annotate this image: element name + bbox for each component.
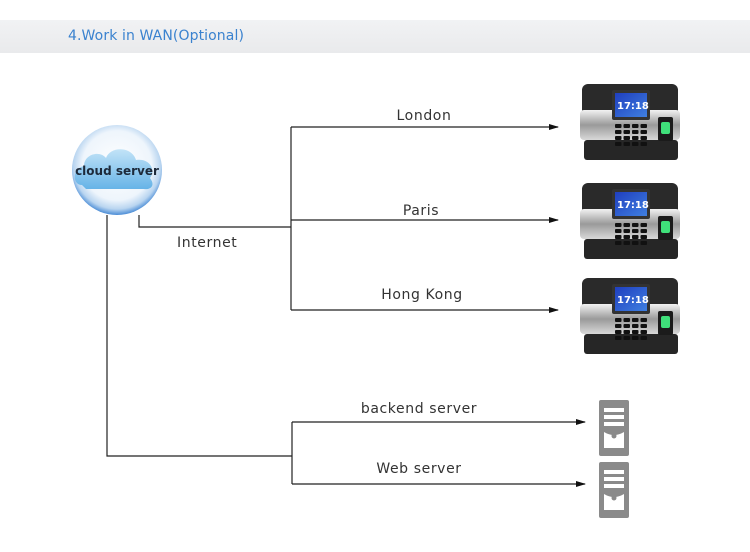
keypad-key	[640, 223, 647, 227]
keypad-key	[615, 235, 622, 239]
keypad-key	[632, 130, 639, 134]
keypad-key	[623, 124, 630, 128]
keypad-key	[632, 223, 639, 227]
keypad-key	[623, 336, 630, 340]
time-clock-device: 17:18	[580, 84, 680, 160]
keypad-key	[615, 318, 622, 322]
section-title: 4.Work in WAN(Optional)	[68, 28, 245, 44]
device-screen	[615, 93, 647, 117]
keypad-key	[632, 330, 639, 334]
keypad-key	[632, 229, 639, 233]
keypad-key	[632, 336, 639, 340]
server-label-web: Web server	[376, 461, 461, 477]
keypad-key	[623, 229, 630, 233]
device-label-hong-kong: Hong Kong	[381, 287, 463, 303]
keypad-key	[623, 136, 630, 140]
keypad-key	[640, 330, 647, 334]
keypad-key	[623, 142, 630, 146]
keypad-key	[623, 318, 630, 322]
keypad-key	[615, 330, 622, 334]
keypad-key	[632, 324, 639, 328]
keypad-key	[615, 130, 622, 134]
keypad-key	[640, 336, 647, 340]
keypad-key	[615, 336, 622, 340]
keypad-key	[623, 330, 630, 334]
device-label-paris: Paris	[403, 203, 439, 219]
keypad-key	[632, 235, 639, 239]
device-label-london: London	[397, 108, 452, 124]
keypad-key	[632, 318, 639, 322]
keypad-key	[632, 142, 639, 146]
internet-label: Internet	[177, 235, 237, 251]
cloud-server-node: cloud server	[72, 125, 162, 215]
server-tower-icon	[599, 400, 629, 456]
device-screen-time: 17:18	[617, 101, 649, 112]
keypad-key	[640, 136, 647, 140]
keypad-key	[632, 241, 639, 245]
connector-lines	[106, 124, 586, 487]
keypad-key	[623, 130, 630, 134]
keypad-key	[640, 324, 647, 328]
time-clock-device: 17:18	[580, 183, 680, 259]
keypad-key	[623, 324, 630, 328]
servers-group	[599, 400, 629, 518]
keypad-key	[615, 229, 622, 233]
keypad-key	[615, 136, 622, 140]
keypad-key	[615, 241, 622, 245]
keypad-key	[640, 229, 647, 233]
keypad-key	[640, 124, 647, 128]
device-screen	[615, 192, 647, 216]
keypad-key	[615, 142, 622, 146]
cloud-icon	[74, 149, 153, 190]
keypad-key	[640, 318, 647, 322]
keypad-key	[640, 235, 647, 239]
keypad-key	[632, 124, 639, 128]
keypad-key	[615, 223, 622, 227]
cloud-server-label: cloud server	[75, 164, 159, 178]
section-header: 4.Work in WAN(Optional)	[0, 20, 750, 53]
server-tower-icon	[599, 462, 629, 518]
keypad-key	[640, 130, 647, 134]
server-link-line	[106, 215, 292, 457]
server-label-backend: backend server	[361, 401, 477, 417]
keypad-key	[615, 324, 622, 328]
devices-group: 17:18 17:18 17:18	[580, 84, 680, 354]
keypad-key	[632, 136, 639, 140]
keypad-key	[640, 241, 647, 245]
time-clock-device: 17:18	[580, 278, 680, 354]
keypad-key	[623, 241, 630, 245]
keypad-key	[623, 235, 630, 239]
keypad-key	[640, 142, 647, 146]
device-screen-time: 17:18	[617, 295, 649, 306]
internet-link-line	[138, 215, 291, 228]
device-screen	[615, 287, 647, 311]
device-screen-time: 17:18	[617, 200, 649, 211]
keypad-key	[615, 124, 622, 128]
keypad-key	[623, 223, 630, 227]
